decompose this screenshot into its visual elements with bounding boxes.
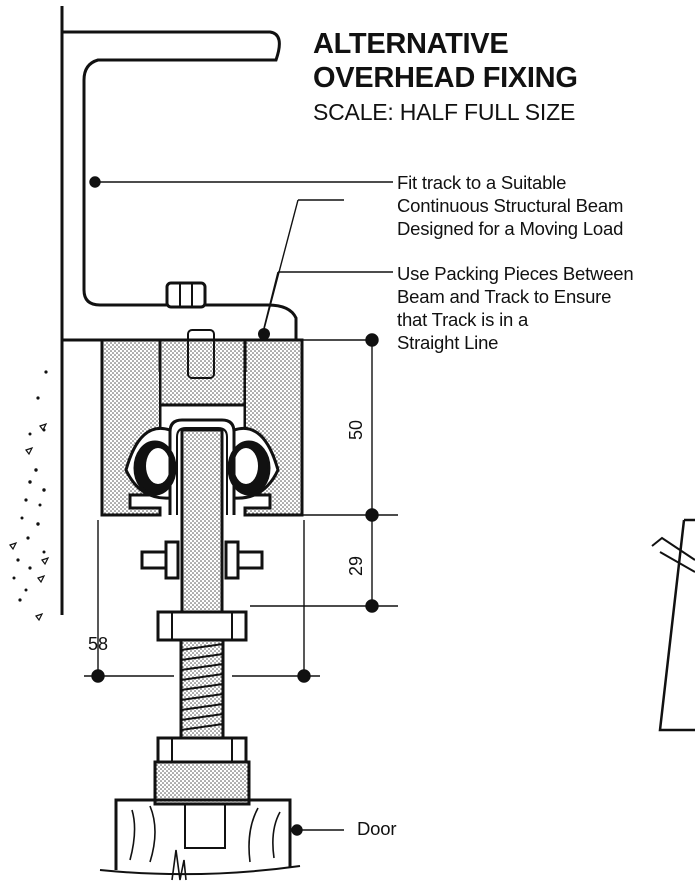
note-packing-line3: that Track is in a — [397, 309, 529, 330]
door-panel — [99, 798, 301, 881]
note-packing-line2: Beam and Track to Ensure — [397, 286, 612, 307]
drawing-title-line2: OVERHEAD FIXING — [313, 62, 578, 94]
door-label: Door — [357, 818, 397, 839]
note-beam-line2: Continuous Structural Beam — [397, 195, 624, 216]
partial-frame-right — [651, 518, 695, 732]
leader-lines — [89, 176, 393, 836]
note-packing-line1: Use Packing Pieces Between — [397, 263, 634, 284]
note-beam-line3: Designed for a Moving Load — [397, 218, 624, 239]
drawing-title-line1: ALTERNATIVE — [313, 28, 509, 60]
note-beam-line1: Fit track to a Suitable — [397, 172, 567, 193]
hanger-assembly — [133, 418, 271, 806]
dimension-29: 29 — [346, 555, 366, 576]
dimension-50: 50 — [346, 419, 366, 440]
dimension-58: 58 — [88, 634, 109, 654]
scale-label: SCALE: HALF FULL SIZE — [313, 99, 576, 125]
top-bolt — [165, 281, 270, 379]
wall — [9, 340, 64, 622]
note-packing-line4: Straight Line — [397, 332, 499, 353]
dimension-lines — [84, 333, 398, 683]
